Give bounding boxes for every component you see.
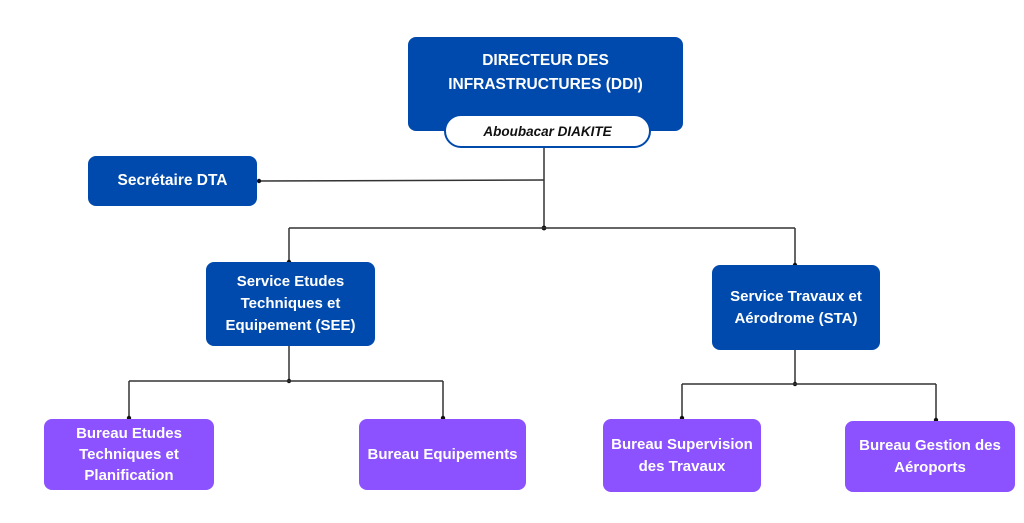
bureau-title: Bureau Supervision des Travaux [611,435,753,475]
director-name-badge: Aboubacar DIAKITE [444,114,651,148]
bureau-title: Bureau Gestion des Aéroports [859,436,1001,476]
service-title: Service Etudes Techniques et Equipement … [225,273,356,334]
bureau-node-equipements: Bureau Equipements [359,419,526,490]
bureau-node-supervision-travaux: Bureau Supervision des Travaux [603,419,761,492]
secretary-title: Secrétaire DTA [117,171,228,189]
bureau-title: Bureau Etudes Techniques et Planificatio… [76,425,182,484]
bureau-node-etudes-techniques: Bureau Etudes Techniques et Planificatio… [44,419,214,490]
director-title: DIRECTEUR DES INFRASTRUCTURES (DDI) [448,51,643,93]
connector-dot-secretary [256,178,262,184]
service-node-see: Service Etudes Techniques et Equipement … [206,262,375,346]
connector-ddi-secretary [257,179,545,182]
secretary-node: Secrétaire DTA [88,156,257,206]
bureau-title: Bureau Equipements [367,445,518,463]
service-title: Service Travaux et Aérodrome (STA) [730,287,862,327]
service-node-sta: Service Travaux et Aérodrome (STA) [712,265,880,350]
director-name: Aboubacar DIAKITE [483,123,612,139]
bureau-node-gestion-aeroports: Bureau Gestion des Aéroports [845,421,1015,492]
